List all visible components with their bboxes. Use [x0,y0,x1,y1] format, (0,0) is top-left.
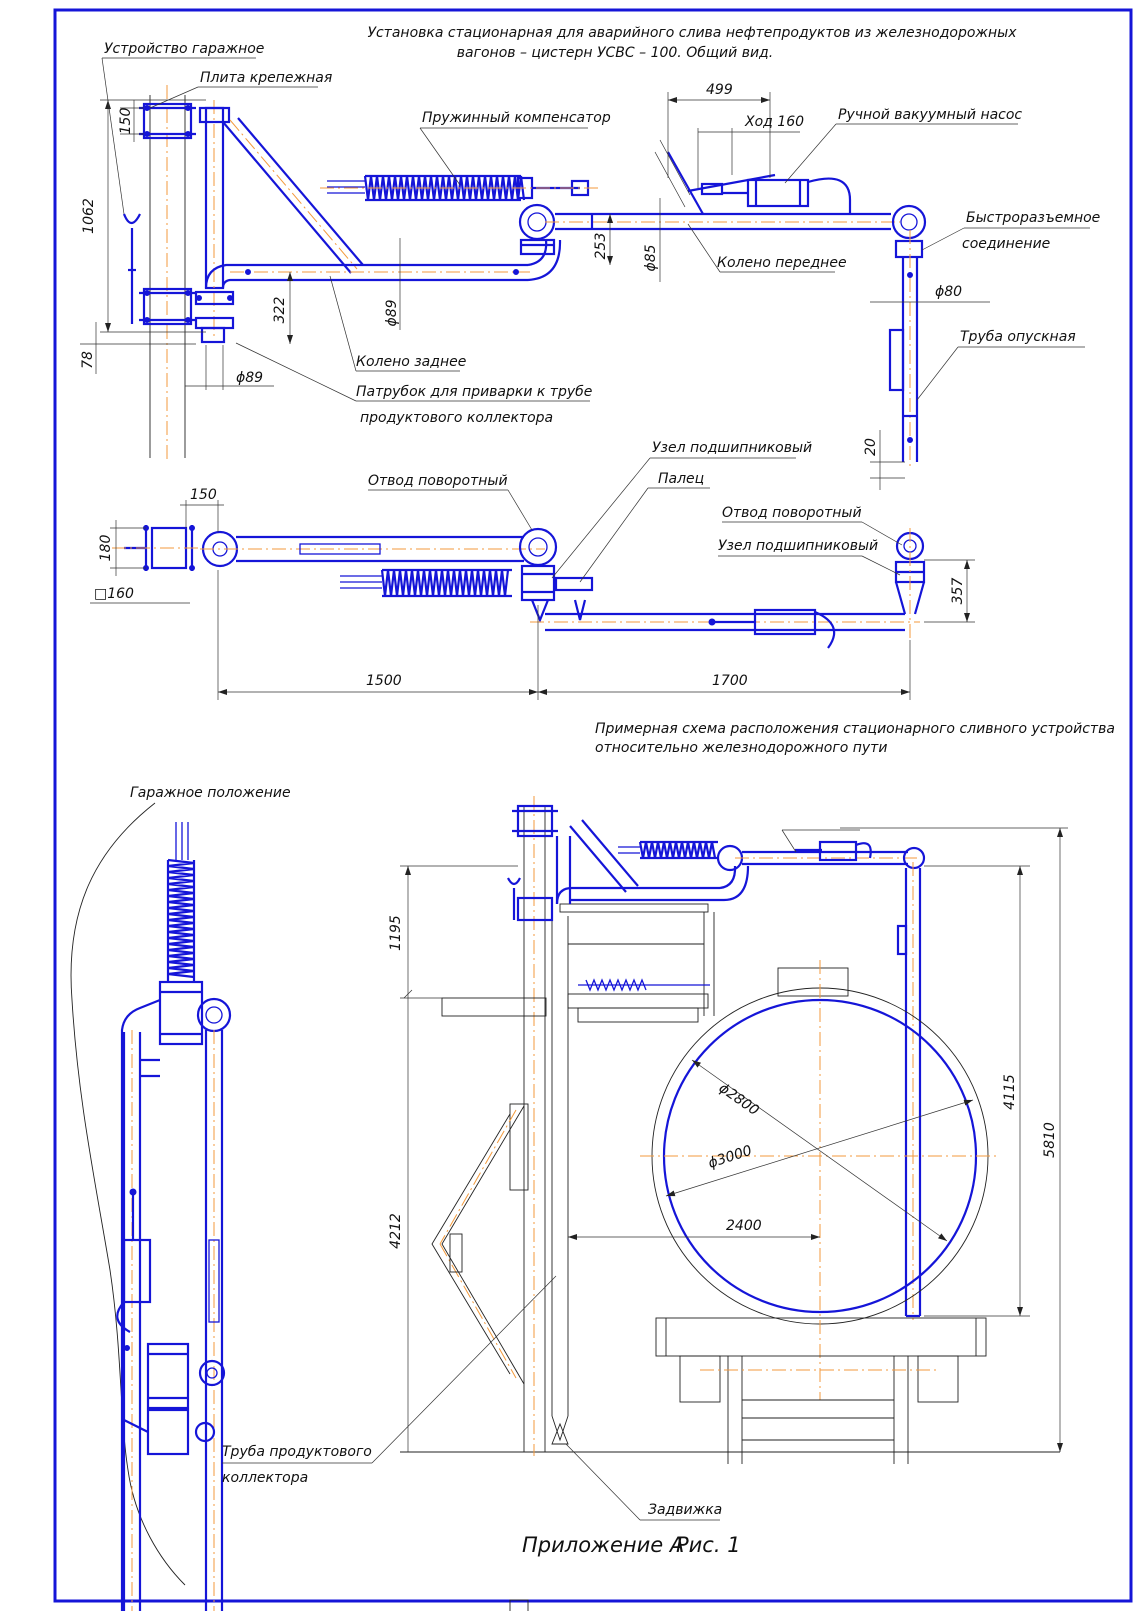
front-swivel-node [518,203,556,256]
dim-4212: 4212 [388,1213,404,1249]
dim-phi3000: ϕ3000 [706,1143,754,1172]
mount-plate-lower [139,287,196,326]
label-pin: Палец [658,471,704,487]
label-valve: Задвижка [648,1502,722,1518]
label-front-elbow: Колено переднее [717,255,847,271]
dim-78: 78 [80,351,96,369]
dim-phi2800: ϕ2800 [716,1080,762,1119]
wagon [640,960,1000,1464]
side-view: 1062 150 78 322 ϕ89 ϕ89 253 ϕ85 499 [80,41,1100,490]
layout-labels: Труба продуктового коллектора Задвижка [222,1275,722,1521]
plan-center-swivel [518,527,594,623]
label-spring-compensator: Пружинный компенсатор [422,110,611,126]
drawing-title: Установка стационарная для аварийного сл… [367,25,1017,61]
figure-caption: Приложение А Рис. 1 [522,1533,741,1557]
label-quick-connect-2: соединение [962,236,1050,252]
plan-column-plate [112,525,200,571]
front-elbow-arm [545,212,900,231]
label-drop-pipe: Труба опускная [960,329,1076,345]
support-column [149,85,186,462]
mount-plate-upper [139,102,196,140]
collector-pipe [551,916,569,1445]
dim-1700: 1700 [712,673,748,689]
garage-pipes [122,1030,224,1611]
layout-arm [507,804,926,1320]
weld-branch-pipe [194,290,235,344]
plan-labels: Отвод поворотный Узел подшипниковый Пале… [368,440,903,583]
garage-pump [116,1188,152,1351]
dim-180: 180 [98,535,114,562]
dim-stroke-160: Ход 160 [744,114,804,130]
dim-322: 322 [272,297,288,324]
garage-view: Гаражное положение [70,785,291,1611]
plan-front-arm [530,608,920,649]
label-garage-device: Устройство гаражное [104,41,264,57]
plan-spring-compensator [340,568,512,598]
dim-phi80: ϕ80 [935,284,962,300]
label-product-pipe-1: Труба продуктового [222,1444,372,1460]
label-garage-position: Гаражное положение [130,785,291,801]
dim-phi85: ϕ85 [643,244,659,271]
label-product-pipe-2: коллектора [222,1470,308,1486]
dim-sq160: □160 [94,586,134,602]
layout-title-line-1: Примерная схема расположения стационарно… [595,721,1115,737]
sheet-frame [53,8,1133,1603]
vacuum-pump [654,139,852,215]
dim-357: 357 [950,578,966,605]
plan-drop-swivel [894,528,926,640]
rear-elbow [204,239,562,289]
dim-2400: 2400 [726,1218,762,1234]
dim-1062: 1062 [81,198,97,234]
caption-appendix: Приложение А [522,1533,684,1557]
plan-dimensions: 150 180 □160 1500 1700 357 [90,487,975,700]
layout-title-line-2: относительно железнодорожного пути [595,740,887,756]
label-rear-elbow: Колено заднее [356,354,466,370]
side-dimensions: 1062 150 78 322 ϕ89 ϕ89 253 ϕ85 499 [80,82,990,490]
service-frame [559,903,715,1023]
plan-view: 150 180 □160 1500 1700 357 Отвод поворот… [90,440,975,700]
wagon-frame [655,1317,987,1357]
bracket-frame [198,100,364,340]
garage-hook [122,213,141,324]
dim-1195: 1195 [388,915,404,951]
dim-150-plan: 150 [190,487,217,503]
drop-pipe [888,204,927,470]
label-bearing-2: Узел подшипниковый [718,538,878,554]
dim-499: 499 [706,82,733,98]
layout-view: 1195 4212 ϕ2800 ϕ3000 2400 4115 5810 Тру… [222,796,1068,1611]
dim-phi89-horizontal: ϕ89 [236,370,263,386]
label-mount-plate: Плита крепежная [200,70,332,86]
title-line-2: вагонов – цистерн УСВС – 100. Общий вид. [457,45,773,61]
garage-spring [166,822,196,982]
dim-phi89-vertical: ϕ89 [384,299,400,326]
dim-4115: 4115 [1002,1074,1018,1110]
collector-column [523,796,546,1456]
dim-150-side: 150 [118,108,134,135]
spring-compensator [320,174,600,202]
label-weld-pipe-1: Патрубок для приварки к трубе [356,384,592,400]
caption-figure: Рис. 1 [676,1533,741,1557]
garage-lower-node [123,1342,226,1456]
side-labels: Устройство гаражное Плита крепежная Пруж… [101,41,1100,426]
label-quick-connect-1: Быстроразъемное [966,210,1100,226]
label-weld-pipe-2: продуктового коллектора [360,410,553,426]
dim-1500: 1500 [366,673,402,689]
dim-20: 20 [863,438,879,456]
label-bearing-1: Узел подшипниковый [652,440,812,456]
plan-rear-arm [200,530,545,568]
garage-upper-swivel [120,980,232,1611]
layout-title: Примерная схема расположения стационарно… [595,721,1115,756]
dim-253: 253 [593,233,609,260]
label-vacuum-pump: Ручной вакуумный насос [838,107,1022,123]
label-swivel-1: Отвод поворотный [368,473,508,489]
title-line-1: Установка стационарная для аварийного сл… [367,25,1017,41]
label-swivel-2: Отвод поворотный [722,505,862,521]
support-platform [431,997,547,1611]
dim-5810: 5810 [1042,1122,1058,1158]
